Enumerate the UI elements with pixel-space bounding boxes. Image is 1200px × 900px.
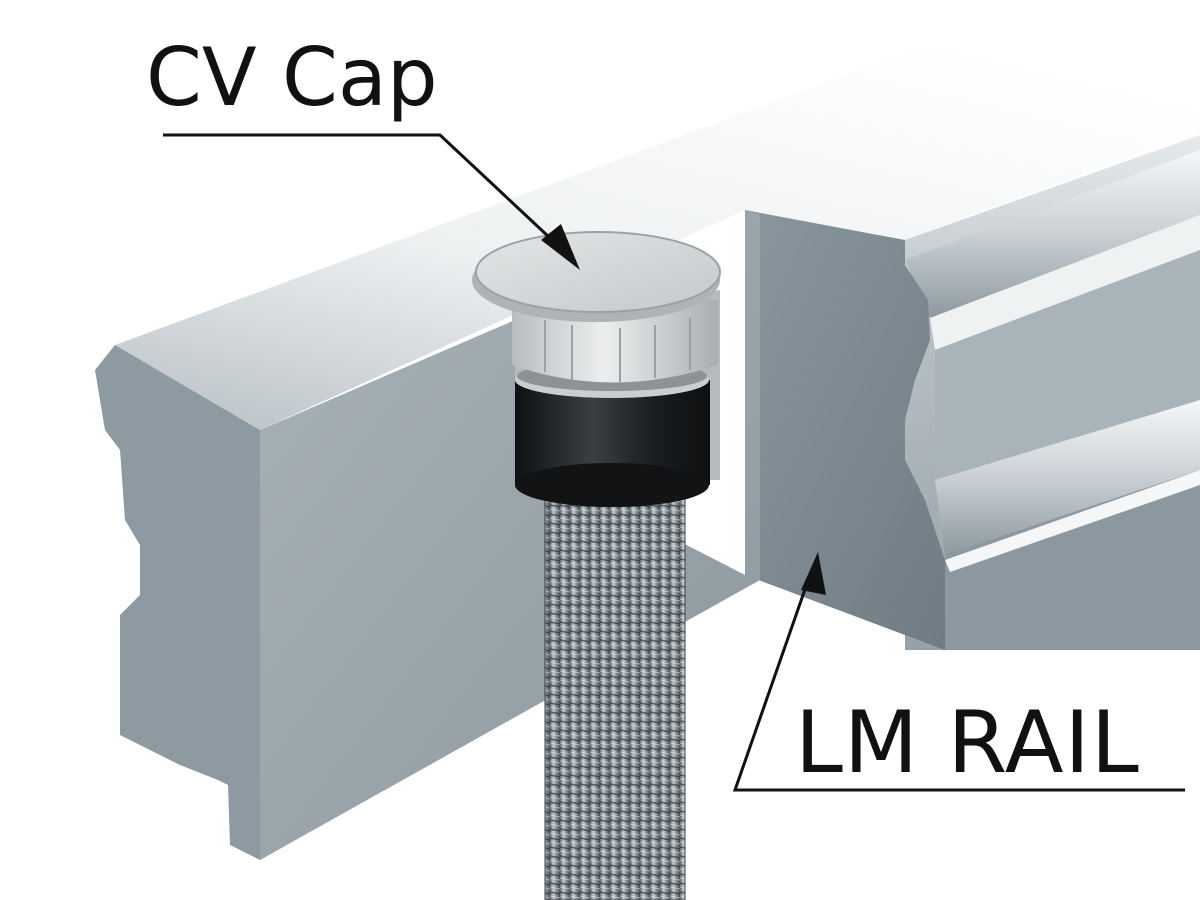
rail-cut-face (745, 210, 945, 650)
rail-top-surface (115, 0, 1200, 430)
lm-rail-leader (732, 552, 1185, 792)
bolt-shaft (544, 479, 686, 900)
rail-end-profile (95, 345, 260, 860)
lm-rail-label: LM RAIL (795, 693, 1140, 793)
bolt-head (515, 361, 710, 507)
rail-front-face (260, 210, 760, 860)
cv-cap (472, 231, 721, 383)
cv-cap-leader (163, 133, 580, 270)
cv-cap-label: CV Cap (146, 31, 438, 124)
rail-side-grooves (905, 135, 1200, 650)
